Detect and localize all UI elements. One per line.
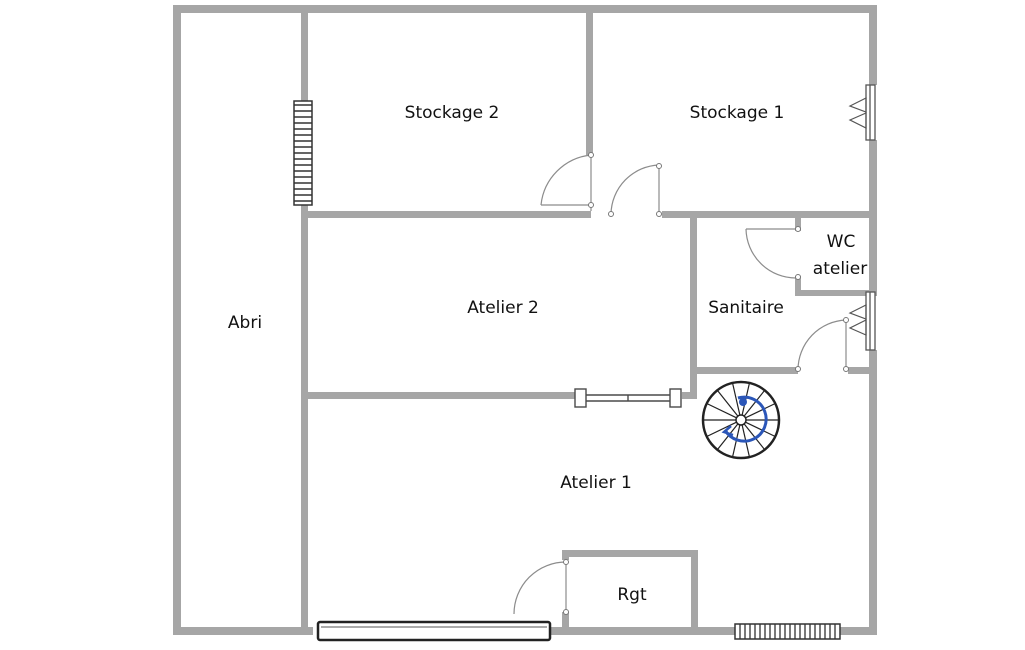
radiator-icon: [734, 623, 841, 640]
label-wc: WC: [827, 232, 856, 252]
ladder-icon: [293, 100, 313, 206]
label-rgt: Rgt: [617, 585, 647, 605]
door-rgt: [513, 559, 569, 615]
room-labels: Abri Stockage 2 Stockage 1 Atelier 2 Ate…: [228, 103, 867, 605]
outer-wall-bottom-right: [840, 627, 877, 635]
exterior-door-upper: [848, 84, 876, 141]
outer-wall-bottom-mid: [550, 627, 735, 635]
outer-wall-left: [173, 5, 181, 635]
spiral-staircase-icon: [701, 380, 781, 460]
exterior-door-lower: [848, 291, 876, 351]
outer-wall-bottom-left: [173, 627, 313, 635]
sanitaire-west-wall: [690, 211, 697, 397]
stockage-divider-wall: [586, 5, 593, 155]
outer-wall-right-lower: [869, 350, 877, 635]
rgt-west-wall-lower: [562, 612, 569, 632]
rgt-west-wall: [562, 550, 569, 560]
door-sanitaire: [795, 317, 849, 372]
sliding-door: [574, 388, 682, 408]
doors: [513, 152, 849, 615]
label-atelier2: Atelier 2: [467, 298, 539, 318]
door-wc: [745, 226, 801, 280]
wc-west-wall-lower: [795, 276, 801, 296]
abri-wall-upper: [301, 5, 308, 101]
label-sanitaire: Sanitaire: [708, 298, 784, 318]
atelier2-south-wall-a: [301, 392, 578, 399]
rgt-north-wall: [562, 550, 698, 557]
atelier2-south-wall-b: [682, 392, 697, 399]
bottom-window: [316, 620, 552, 642]
label-atelier1: Atelier 1: [560, 473, 632, 493]
outer-wall-top: [173, 5, 877, 13]
wc-south-wall: [795, 290, 877, 296]
door-stockage1: [608, 163, 662, 217]
storage-south-wall-b: [662, 211, 877, 218]
storage-south-wall-a: [301, 211, 591, 218]
rgt-east-wall: [691, 550, 698, 635]
label-abri: Abri: [228, 313, 262, 333]
label-stockage2: Stockage 2: [405, 103, 500, 123]
sanitaire-south-wall-a: [690, 367, 798, 374]
label-wc-atelier: atelier: [813, 259, 867, 279]
sanitaire-south-wall-b: [848, 367, 877, 374]
outer-wall-right-upper: [869, 5, 877, 85]
wc-west-wall: [795, 211, 801, 231]
walls: [173, 5, 877, 635]
label-stockage1: Stockage 1: [690, 103, 785, 123]
abri-wall-lower: [301, 205, 308, 635]
door-stockage2: [540, 152, 594, 211]
